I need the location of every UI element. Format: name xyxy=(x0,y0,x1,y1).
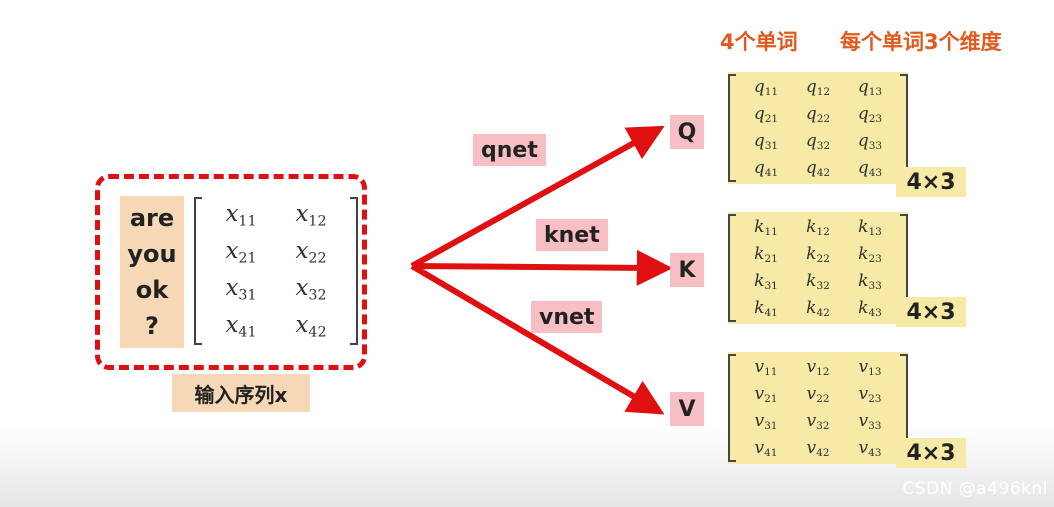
matrix-cell-k41: k41 xyxy=(754,297,778,320)
matrix-cell-v31: v31 xyxy=(754,410,778,433)
matrix-cell-q21: q21 xyxy=(753,103,779,126)
matrix-cell-x22: x22 xyxy=(295,238,327,267)
matrix-cell-k22: k22 xyxy=(806,243,830,266)
q-matrix: q11 q12 q13 q21 q22 q23 q31 q32 q33 q41 q42 q43 xyxy=(728,72,908,184)
right-bracket xyxy=(350,197,358,345)
matrix-cell-k12: k12 xyxy=(806,216,830,239)
matrix-cell-q33: q33 xyxy=(857,130,883,153)
k-matrix: k11 k12 k13 k21 k22 k23 k31 k32 k33 k41 k42 k43 xyxy=(728,212,908,324)
matrix-cell-k13: k13 xyxy=(858,216,882,239)
matrix-cell-k43: k43 xyxy=(858,297,882,320)
matrix-cell-x12: x12 xyxy=(295,201,327,230)
input-caption: 输入序列x xyxy=(172,374,310,412)
vnet-label: vnet xyxy=(531,301,603,333)
watermark: CSDN @a496knl xyxy=(902,479,1048,499)
matrix-cell-x31: x31 xyxy=(225,275,257,304)
matrix-cell-q43: q43 xyxy=(857,157,883,180)
matrix-cell-q12: q12 xyxy=(805,76,831,99)
matrix-cell-v11: v11 xyxy=(754,356,778,379)
word-0: are xyxy=(129,204,175,232)
arrow-to-v xyxy=(410,263,665,415)
matrix-cell-v21: v21 xyxy=(754,383,778,406)
k-label: K xyxy=(670,253,704,287)
q-label: Q xyxy=(670,115,704,149)
matrix-cell-q22: q22 xyxy=(805,103,831,126)
matrix-cell-x32: x32 xyxy=(295,275,327,304)
matrix-cell-q42: q42 xyxy=(805,157,831,180)
matrix-cell-k11: k11 xyxy=(754,216,778,239)
matrix-cell-v41: v41 xyxy=(754,437,778,460)
v-dimension-badge: 4×3 xyxy=(896,438,966,468)
header-word-count: 4个单词 xyxy=(720,30,798,54)
matrix-cell-x21: x21 xyxy=(225,238,257,267)
matrix-cell-v32: v32 xyxy=(806,410,830,433)
matrix-cell-k23: k23 xyxy=(858,243,882,266)
matrix-cell-k42: k42 xyxy=(806,297,830,320)
right-bracket xyxy=(900,74,908,182)
matrix-cell-k31: k31 xyxy=(754,270,778,293)
knet-label: knet xyxy=(536,219,608,251)
v-label: V xyxy=(670,392,704,426)
word-3: ? xyxy=(145,312,159,340)
left-bracket xyxy=(194,197,202,345)
matrix-cell-q23: q23 xyxy=(857,103,883,126)
matrix-cell-v13: v13 xyxy=(858,356,882,379)
matrix-cell-q13: q13 xyxy=(857,76,883,99)
matrix-cell-v42: v42 xyxy=(806,437,830,460)
input-words: are you ok ? xyxy=(120,196,184,348)
k-dimension-badge: 4×3 xyxy=(896,297,966,327)
matrix-cell-v12: v12 xyxy=(806,356,830,379)
left-bracket xyxy=(728,214,736,322)
matrix-cell-v22: v22 xyxy=(806,383,830,406)
matrix-cell-q11: q11 xyxy=(753,76,779,99)
qnet-label: qnet xyxy=(473,134,546,166)
input-sequence-box xyxy=(95,174,367,370)
matrix-cell-v33: v33 xyxy=(858,410,882,433)
matrix-cell-x42: x42 xyxy=(295,312,327,341)
matrix-cell-k32: k32 xyxy=(806,270,830,293)
arrow-to-q xyxy=(410,125,665,269)
matrix-cell-q31: q31 xyxy=(753,130,779,153)
word-2: ok xyxy=(135,276,169,304)
q-dimension-badge: 4×3 xyxy=(896,167,966,197)
word-1: you xyxy=(127,240,177,268)
matrix-cell-x11: x11 xyxy=(225,201,257,230)
left-bracket xyxy=(728,354,736,462)
matrix-cell-x41: x41 xyxy=(225,312,257,341)
left-bracket xyxy=(728,74,736,182)
matrix-cell-k21: k21 xyxy=(754,243,778,266)
input-matrix: x11 x12 x21 x22 x31 x32 x41 x42 xyxy=(194,197,358,345)
matrix-cell-v43: v43 xyxy=(858,437,882,460)
matrix-cell-v23: v23 xyxy=(858,383,882,406)
matrix-cell-k33: k33 xyxy=(858,270,882,293)
v-matrix: v11 v12 v13 v21 v22 v23 v31 v32 v33 v41 v42 v43 xyxy=(728,352,908,464)
matrix-cell-q32: q32 xyxy=(805,130,831,153)
header-dimension-note: 每个单词3个维度 xyxy=(840,30,1002,54)
arrow-to-k xyxy=(411,249,673,286)
matrix-cell-q41: q41 xyxy=(753,157,779,180)
